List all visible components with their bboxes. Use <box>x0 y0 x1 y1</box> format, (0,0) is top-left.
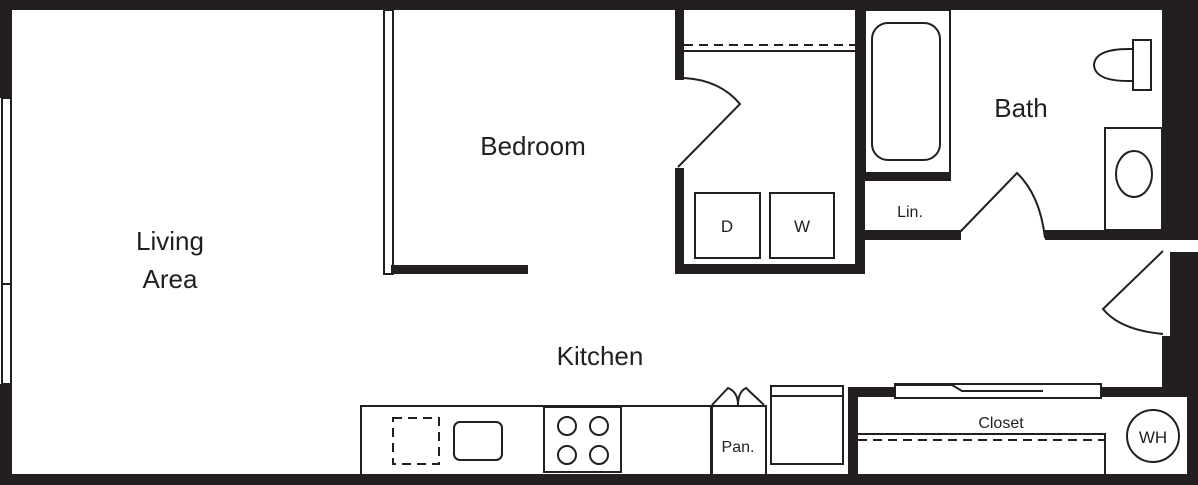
entry-door[interactable] <box>1101 250 1164 335</box>
exterior-wall-top <box>0 0 1198 10</box>
svg-text:Living: Living <box>136 226 204 256</box>
bathtub <box>871 22 941 161</box>
kitchen-counter <box>360 405 713 476</box>
closet-wall-left <box>848 387 858 477</box>
bathroom-sink <box>1104 127 1163 231</box>
bedroom-label: Bedroom <box>480 131 586 161</box>
kitchen-label: Kitchen <box>557 341 644 371</box>
exterior-wall-right-lower <box>1187 385 1198 485</box>
water-heater-label: WH <box>1139 428 1167 447</box>
water-heater: WH <box>1126 409 1180 463</box>
svg-text:Area: Area <box>143 264 198 294</box>
closet-label: Closet <box>978 415 1024 432</box>
laundry-wall-bottom <box>675 264 865 274</box>
washer: W <box>769 192 835 259</box>
cooktop <box>543 406 622 473</box>
pantry-label: Pan. <box>722 439 755 456</box>
dryer-label: D <box>721 217 733 236</box>
bath-door[interactable] <box>959 171 1046 239</box>
dryer: D <box>694 192 761 259</box>
laundry-door[interactable] <box>677 77 742 168</box>
refrigerator <box>770 385 844 465</box>
closet-sliding-doors[interactable] <box>894 383 1102 399</box>
living-window <box>1 97 12 385</box>
toilet <box>1092 39 1152 91</box>
living-area-label: Living Area <box>136 226 204 294</box>
exterior-wall-right-upper <box>1162 0 1198 240</box>
exterior-wall-left-lower <box>0 384 12 485</box>
dishwasher <box>392 417 440 465</box>
washer-label: W <box>794 217 810 236</box>
laundry-wall-lower <box>675 168 684 274</box>
exterior-wall-left-upper <box>0 0 12 98</box>
laundry-shelf <box>684 44 855 52</box>
closet-wall-top-left <box>848 387 896 397</box>
closet-wall-top-right <box>1100 387 1190 397</box>
laundry-wall-upper <box>675 10 684 80</box>
linen-label: Lin. <box>897 204 923 221</box>
exterior-wall-bottom <box>0 474 1198 485</box>
laundry-bath-wall <box>855 10 865 274</box>
pantry[interactable]: Pan. <box>710 386 767 476</box>
tub-wall <box>865 172 951 181</box>
linen-wall <box>865 230 961 240</box>
kitchen-sink <box>453 421 503 461</box>
bedroom-partition <box>383 9 528 275</box>
closet-shelf <box>858 433 1106 476</box>
bath-wall-bottom <box>1045 230 1165 240</box>
tub-alcove <box>864 9 951 174</box>
bath-label: Bath <box>994 93 1048 123</box>
